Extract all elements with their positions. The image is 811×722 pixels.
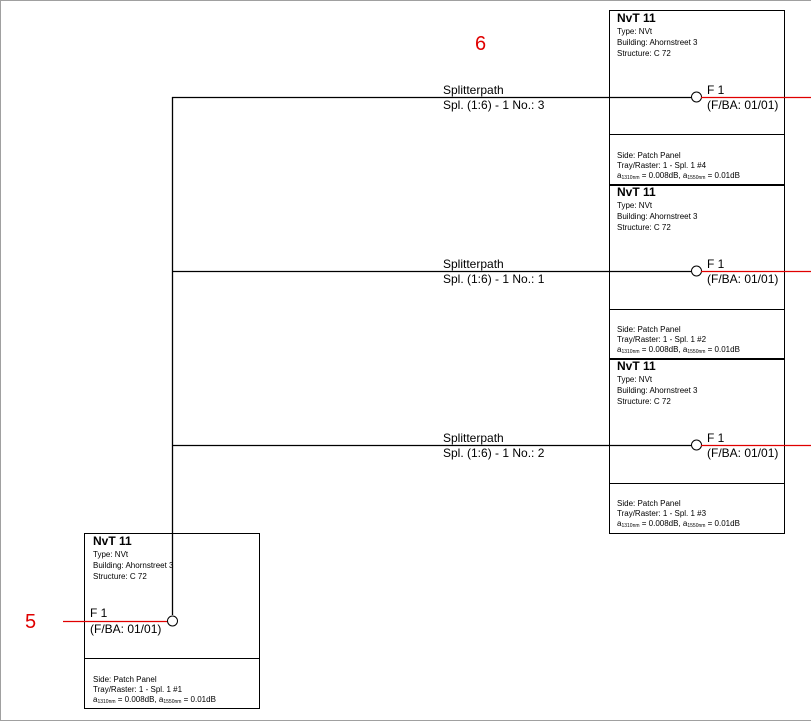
marker-label: 5: [25, 611, 37, 633]
node-title: NvT 11: [93, 534, 132, 548]
marker-label: 6: [475, 33, 487, 55]
splitter-path-label: Spl. (1:6) - 1 No.: 2: [443, 446, 545, 460]
node-structure: Structure: C 72: [93, 572, 147, 581]
node-structure: Structure: C 72: [617, 223, 671, 232]
node-tray: Tray/Raster: 1 - Spl. 1 #4: [617, 161, 707, 170]
node-type: Type: NVt: [617, 375, 653, 384]
node-tray: Tray/Raster: 1 - Spl. 1 #1: [93, 685, 183, 694]
node-attenuation: a1310nm = 0.008dB, a1550nm = 0.01dB: [617, 519, 740, 529]
node-attenuation: a1310nm = 0.008dB, a1550nm = 0.01dB: [617, 345, 740, 355]
node-title: NvT 11: [617, 185, 656, 199]
node-title: NvT 11: [617, 11, 656, 25]
splitter-path-title: Splitterpath: [443, 83, 504, 97]
node-side: Side: Patch Panel: [617, 151, 681, 160]
node-building: Building: Ahornstreet 3: [93, 561, 174, 570]
node-structure: Structure: C 72: [617, 397, 671, 406]
node-attenuation: a1310nm = 0.008dB, a1550nm = 0.01dB: [617, 171, 740, 181]
fiber-label: F 1: [707, 257, 725, 271]
port-circle[interactable]: [691, 439, 702, 451]
node-side: Side: Patch Panel: [617, 499, 681, 508]
node-type: Type: NVt: [617, 27, 653, 36]
node-building: Building: Ahornstreet 3: [617, 38, 698, 47]
port-circle[interactable]: [691, 91, 702, 103]
fiber-ref: (F/BA: 01/01): [707, 272, 779, 286]
node-building: Building: Ahornstreet 3: [617, 212, 698, 221]
node-side: Side: Patch Panel: [93, 675, 157, 684]
fiber-ref: (F/BA: 01/01): [90, 622, 162, 636]
node-type: Type: NVt: [93, 550, 129, 559]
fiber-ref: (F/BA: 01/01): [707, 446, 779, 460]
splitter-path-label: Spl. (1:6) - 1 No.: 3: [443, 98, 545, 112]
node-side: Side: Patch Panel: [617, 325, 681, 334]
fiber-label: F 1: [707, 431, 725, 445]
fiber-label: F 1: [707, 83, 725, 97]
node-tray: Tray/Raster: 1 - Spl. 1 #2: [617, 335, 707, 344]
node-building: Building: Ahornstreet 3: [617, 386, 698, 395]
node-structure: Structure: C 72: [617, 49, 671, 58]
node-attenuation: a1310nm = 0.008dB, a1550nm = 0.01dB: [93, 695, 216, 705]
node-tray: Tray/Raster: 1 - Spl. 1 #3: [617, 509, 707, 518]
splitter-path-title: Splitterpath: [443, 431, 504, 445]
node-title: NvT 11: [617, 359, 656, 373]
fiber-label: F 1: [90, 606, 108, 620]
port-circle[interactable]: [691, 265, 702, 277]
fiber-ref: (F/BA: 01/01): [707, 98, 779, 112]
splitter-path-title: Splitterpath: [443, 257, 504, 271]
splitter-path-label: Spl. (1:6) - 1 No.: 1: [443, 272, 545, 286]
node-type: Type: NVt: [617, 201, 653, 210]
port-circle[interactable]: [167, 615, 178, 627]
